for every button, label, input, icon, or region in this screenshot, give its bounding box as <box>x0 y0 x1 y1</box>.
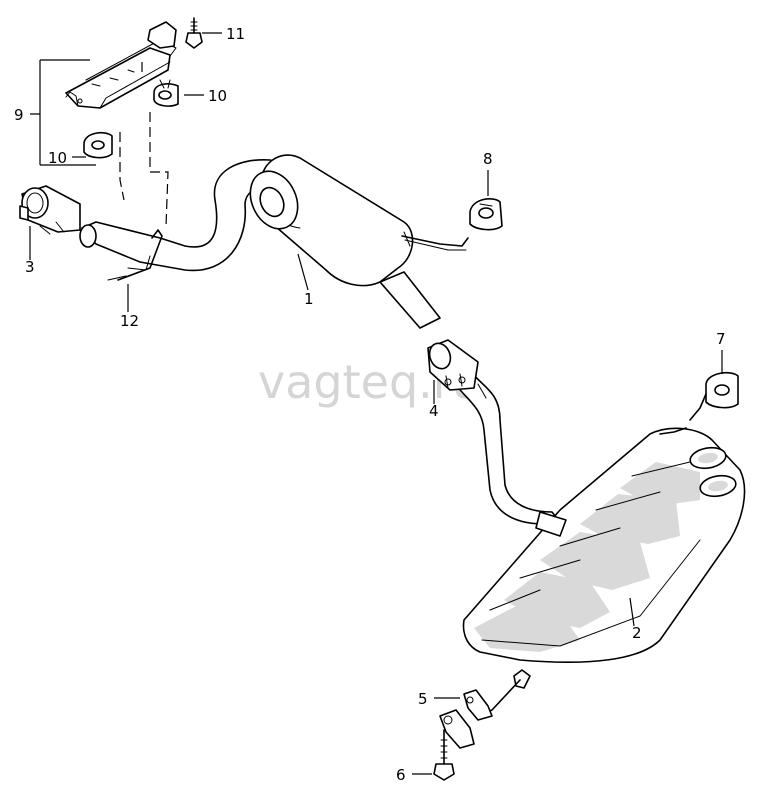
rubber-mount-8 <box>469 198 503 231</box>
bolt-11 <box>185 17 203 49</box>
rear-hanger-rod <box>479 669 531 717</box>
callout-11: 11 <box>226 25 245 43</box>
guide-line-right <box>149 112 169 227</box>
rubber-mount-7 <box>689 371 739 421</box>
hanger-bracket <box>65 21 177 109</box>
guide-line-left <box>119 132 125 201</box>
clamp-3 <box>19 185 81 235</box>
leader-9 <box>30 59 96 166</box>
callout-12: 12 <box>120 312 139 330</box>
callout-6: 6 <box>396 766 406 784</box>
rubber-mount-upper <box>153 79 179 107</box>
callout-5: 5 <box>418 690 428 708</box>
callout-7: 7 <box>716 330 726 348</box>
callout-10-lower: 10 <box>48 149 67 167</box>
callout-9: 9 <box>14 106 24 124</box>
callout-10-upper: 10 <box>208 87 227 105</box>
clamp-4 <box>427 339 479 391</box>
leader-2 <box>629 597 635 627</box>
callout-1: 1 <box>304 290 314 308</box>
rubber-mount-lower <box>83 131 113 159</box>
clamp-5 <box>439 689 493 749</box>
leader-1 <box>297 253 309 291</box>
callout-2: 2 <box>632 624 642 642</box>
callout-4: 4 <box>429 402 439 420</box>
rear-silencer <box>462 427 746 664</box>
bolt-6 <box>433 729 455 781</box>
callout-3: 3 <box>25 258 35 276</box>
callout-8: 8 <box>483 150 493 168</box>
center-muffler <box>249 154 469 287</box>
